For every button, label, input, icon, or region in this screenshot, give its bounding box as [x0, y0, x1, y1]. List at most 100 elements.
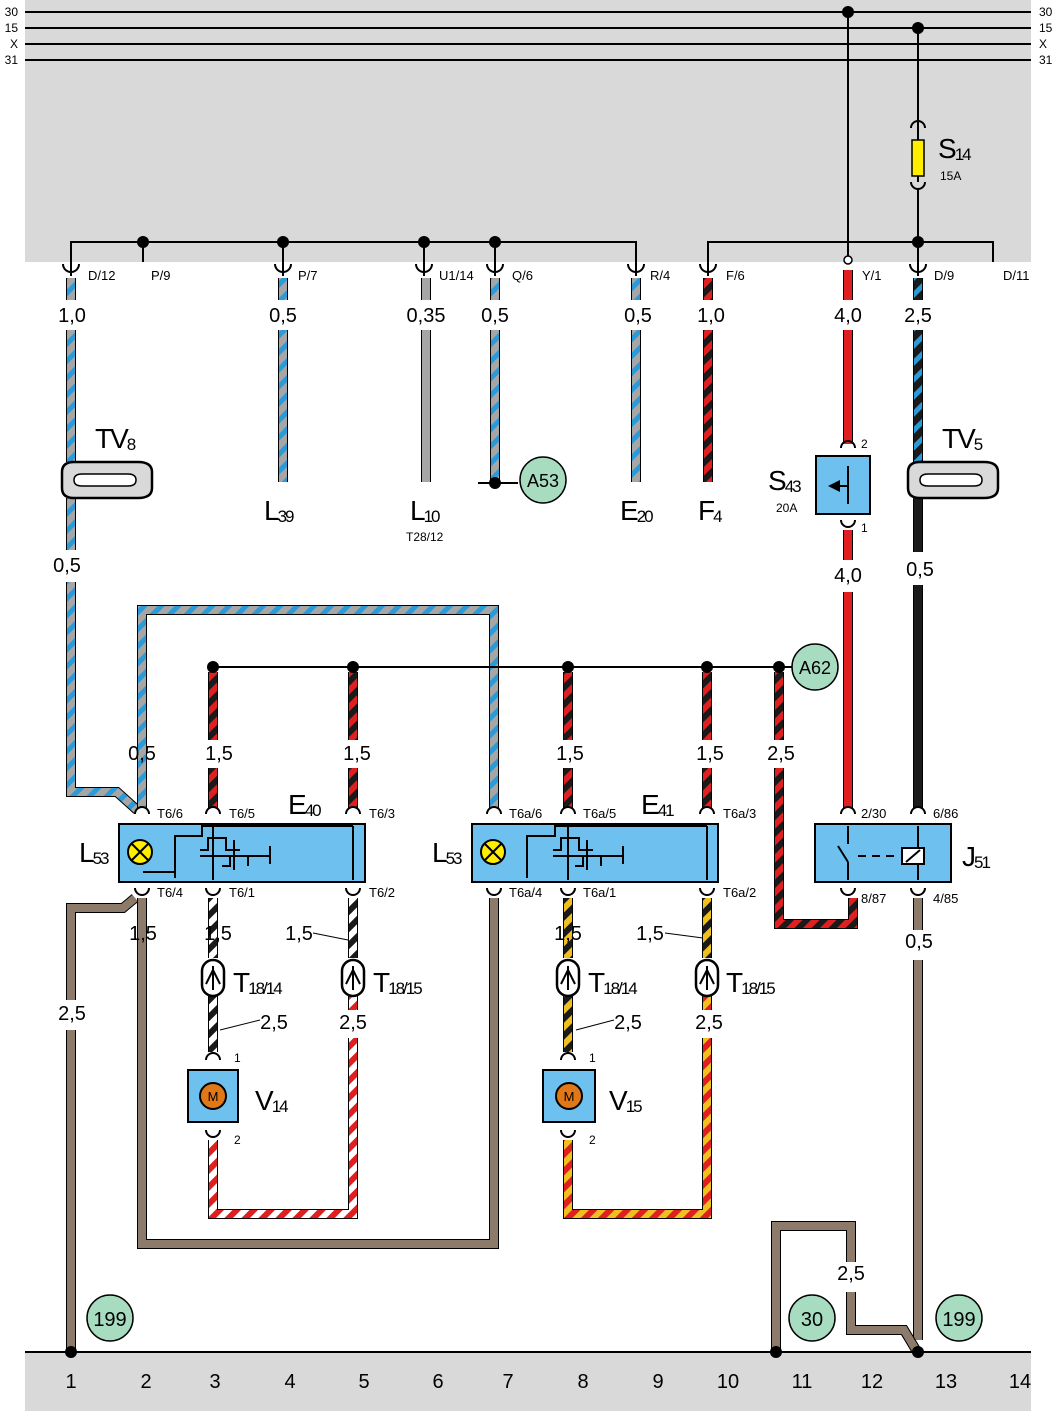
switch-e40 [118, 823, 366, 883]
gauge-label: 1,0 [697, 305, 725, 327]
pin-label: T6a/4 [509, 885, 542, 900]
l53a-label: L53 [79, 837, 109, 868]
rail-label: 31 [5, 53, 19, 67]
pin-label: 4/85 [933, 891, 958, 906]
connector-label: Y/1 [862, 268, 882, 283]
open-junction [843, 255, 853, 265]
rail-label: 31 [1039, 53, 1053, 67]
terminal-t18 [340, 958, 366, 998]
junction-dot [701, 661, 713, 673]
gauge-label: 2,5 [339, 1012, 367, 1034]
junction-dot [842, 6, 854, 18]
v15-pin: 1 [589, 1051, 596, 1065]
column-number: 3 [209, 1371, 220, 1393]
e20-label: E20 [620, 495, 653, 526]
junction-dot [912, 22, 924, 34]
connector-label: Q/6 [512, 268, 533, 283]
junction-dot [912, 1346, 924, 1358]
connector-label: D/9 [934, 268, 954, 283]
gauge-label: 2,5 [837, 1263, 865, 1285]
junction-dot [277, 236, 289, 248]
pin-socket [560, 1129, 576, 1138]
connector-label: R/4 [650, 268, 670, 283]
column-number: 12 [861, 1371, 883, 1393]
pin-socket [134, 887, 150, 896]
gauge-label: 1,0 [58, 305, 86, 327]
wire-outline [66, 582, 141, 814]
fuse-s14-rating: 15A [940, 169, 961, 183]
relay-j51 [814, 823, 952, 883]
gauge-label: 0,5 [906, 559, 934, 581]
column-number: 10 [717, 1371, 739, 1393]
tv8-label: TV8 [95, 423, 136, 454]
pin-socket [205, 887, 221, 896]
rail-label: 30 [1039, 5, 1053, 19]
t4-label: T18/15 [726, 967, 775, 998]
column-number: 13 [935, 1371, 957, 1393]
wire [138, 606, 498, 808]
svg-text:M: M [564, 1089, 575, 1104]
pin-label: 2/30 [861, 806, 886, 821]
gauge-label: 0,5 [269, 305, 297, 327]
ref-30-label: 30 [801, 1309, 823, 1331]
gauge-label: 2,5 [767, 743, 795, 765]
pin-socket [699, 887, 715, 896]
v14-pin: 1 [234, 1051, 241, 1065]
l10-note: T28/12 [406, 530, 444, 544]
junction-dot [770, 1346, 782, 1358]
column-number: 11 [792, 1371, 813, 1393]
svg-text:M: M [208, 1089, 219, 1104]
pin-label: T6a/1 [583, 885, 616, 900]
gauge-label: 0,5 [624, 305, 652, 327]
s43-pin: 2 [861, 437, 868, 451]
junction-dot [137, 236, 149, 248]
column-number: 6 [432, 1371, 443, 1393]
ref-a62-label: A62 [799, 658, 831, 678]
ref-a62 [791, 643, 839, 691]
ref-199-left [86, 1294, 134, 1342]
pin-label: T6/1 [229, 885, 255, 900]
column-number: 8 [577, 1371, 588, 1393]
junction-dot [912, 236, 924, 248]
gauge-label: 1,5 [129, 923, 157, 945]
breaker-s43 [815, 455, 871, 515]
t2-label: T18/15 [373, 967, 422, 998]
ref-199-right [935, 1294, 983, 1342]
gauge-label: 1,5 [556, 743, 584, 765]
column-number: 9 [652, 1371, 663, 1393]
wire [138, 898, 498, 1248]
wire [67, 582, 140, 813]
junction-dot [489, 236, 501, 248]
pin-label: 8/87 [861, 891, 886, 906]
terminal-tv8 [60, 460, 154, 500]
v14-label: V14 [255, 1085, 288, 1116]
e41-label: E41 [641, 789, 674, 820]
gauge-label: 4,0 [834, 565, 862, 587]
pin-socket [345, 887, 361, 896]
column-number: 14 [1009, 1371, 1031, 1393]
s43-label: S43 [768, 465, 801, 496]
wire-outline [66, 894, 139, 1000]
pin-socket [910, 887, 926, 896]
column-number: 7 [502, 1371, 513, 1393]
rail-label: 30 [5, 5, 19, 19]
pin-socket [560, 1052, 576, 1061]
pin-label: 6/86 [933, 806, 958, 821]
gauge-label: 0,5 [481, 305, 509, 327]
v14-pin: 2 [234, 1133, 241, 1147]
junction-dot [65, 1346, 77, 1358]
f4-label: F4 [698, 495, 722, 526]
v15-pin: 2 [589, 1133, 596, 1147]
gauge-label: 1,5 [554, 923, 582, 945]
motor-v14: M [187, 1069, 239, 1123]
pin-socket [486, 887, 502, 896]
rail-label: 15 [1039, 21, 1053, 35]
pin-socket [486, 806, 502, 815]
terminal-tv5 [906, 460, 1000, 500]
fuse-s14 [910, 120, 926, 190]
connector-label: P/9 [151, 268, 171, 283]
rail-label: X [1039, 37, 1047, 51]
rail-label: X [10, 37, 18, 51]
s43-rating: 20A [776, 501, 797, 515]
junction-dot [562, 661, 574, 673]
